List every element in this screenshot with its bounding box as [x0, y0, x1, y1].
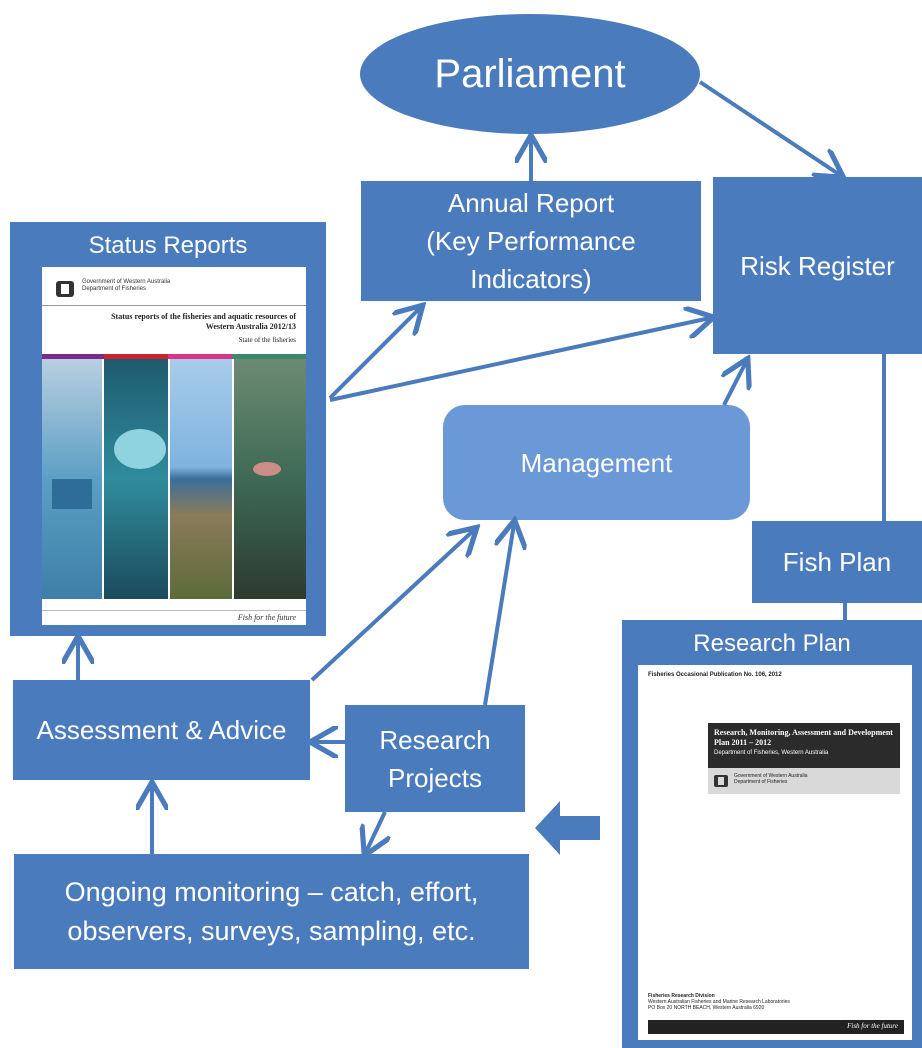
status-gov-line1: Government of Western Australia — [82, 279, 171, 285]
parliament-node: Parliament — [360, 14, 700, 134]
status-reports-title: Status Reports — [88, 232, 248, 259]
fish-plan-label: Fish Plan — [782, 547, 892, 577]
assessment-node: Assessment & Advice — [13, 680, 310, 780]
wa-crest-icon — [56, 281, 74, 297]
arrow-research-to-ongoing — [366, 811, 385, 852]
research-cover-publication: Fisheries Occasional Publication No. 106… — [648, 672, 782, 678]
risk-register-node: Risk Register — [713, 177, 922, 354]
status-gov-line2: Department of Fisheries — [82, 286, 147, 292]
research-cover-title-block: Research, Monitoring, Assessment and Dev… — [708, 723, 900, 768]
research-projects-label: Research Projects — [379, 724, 491, 793]
status-report-cover: Government of Western Australia Departme… — [42, 267, 306, 625]
arrow-assessment-to-management — [310, 530, 474, 682]
research-cover-title: Research, Monitoring, Assessment and Dev… — [714, 728, 893, 747]
research-plan-frame: Research Plan Fisheries Occasional Publi… — [622, 620, 922, 1048]
assessment-label: Assessment & Advice — [36, 715, 287, 745]
status-cover-footer: Fish for the future — [237, 613, 296, 622]
management-node: Management — [443, 405, 750, 520]
arrow-status-to-risk — [329, 318, 710, 402]
research-address2: PO Box 20 NORTH BEACH, Western Australia… — [648, 1005, 765, 1011]
ongoing-monitoring-label: Ongoing monitoring – catch, effort, obse… — [64, 876, 479, 946]
arrow-management-to-risk — [724, 362, 746, 406]
ongoing-monitoring-node: Ongoing monitoring – catch, effort, obse… — [14, 854, 529, 969]
status-cover-title: Status reports of the fisheries and aqua… — [111, 312, 296, 331]
block-arrow-plan-to-projects — [535, 801, 600, 855]
research-division: Fisheries Research Division — [648, 993, 715, 999]
research-gov-line1: Government of Western Australia — [734, 773, 808, 779]
research-plan-cover: Fisheries Occasional Publication No. 106… — [638, 665, 912, 1040]
research-projects-node: Research Projects — [345, 705, 525, 812]
annual-report-label: Annual Report (Key Performance Indicator… — [426, 188, 636, 294]
parliament-label: Parliament — [434, 51, 626, 96]
status-reports-frame: Status Reports Government of Western Aus… — [10, 222, 326, 636]
arrow-status-to-annual — [328, 308, 420, 400]
fish-plan-node: Fish Plan — [752, 521, 922, 603]
management-label: Management — [520, 447, 673, 478]
research-cover-footer: Fish for the future — [847, 1022, 898, 1030]
research-address1: Western Australian Fisheries and Marine … — [648, 999, 790, 1005]
arrow-research-to-management — [483, 524, 514, 706]
arrow-parliament-to-risk — [698, 80, 840, 175]
research-crest-icon — [714, 775, 728, 787]
status-cover-subtitle: State of the fisheries — [238, 336, 296, 344]
research-cover-subtitle: Department of Fisheries, Western Austral… — [714, 750, 829, 756]
status-cover-photos — [42, 359, 306, 599]
risk-register-label: Risk Register — [740, 250, 895, 281]
research-plan-title: Research Plan — [693, 630, 851, 657]
research-gov-line2: Department of Fisheries — [734, 779, 788, 785]
research-cover-footer-bar: Fish for the future — [648, 1020, 904, 1034]
annual-report-node: Annual Report (Key Performance Indicator… — [361, 181, 701, 301]
